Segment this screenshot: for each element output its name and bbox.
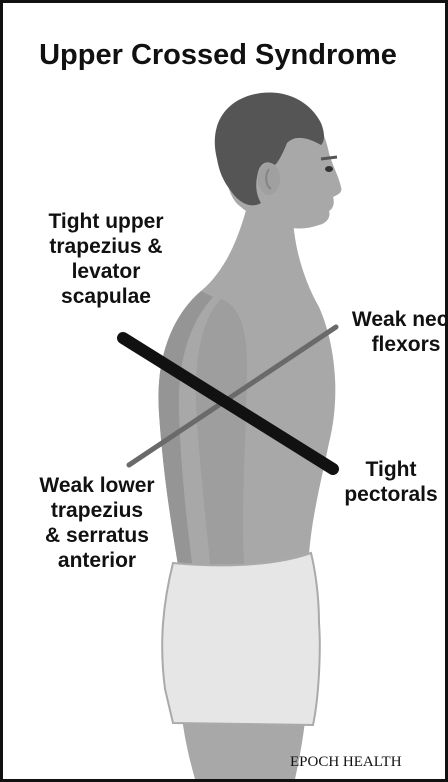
posture-illustration	[3, 3, 445, 779]
label-line: scapulae	[17, 284, 195, 309]
label-line: trapezius &	[17, 234, 195, 259]
label-line: Weak lower	[15, 473, 179, 498]
label-line: levator	[17, 259, 195, 284]
shorts	[162, 553, 320, 725]
label-tight-upper-trapezius: Tight upper trapezius & levator scapulae	[17, 209, 195, 309]
label-line: & serratus	[15, 523, 179, 548]
label-weak-lower-trapezius: Weak lower trapezius & serratus anterior	[15, 473, 179, 573]
credit-text: EPOCH HEALTH	[290, 754, 402, 771]
brow	[321, 157, 337, 159]
label-weak-neck-flexors: Weak neck flexors	[341, 307, 448, 357]
label-line: Tight	[329, 457, 448, 482]
eye	[325, 166, 333, 172]
label-line: pectorals	[329, 482, 448, 507]
label-line: flexors	[341, 332, 448, 357]
ear	[258, 163, 280, 195]
label-line: trapezius	[15, 498, 179, 523]
label-line: anterior	[15, 548, 179, 573]
diagram-title: Upper Crossed Syndrome	[3, 39, 433, 72]
label-line: Tight upper	[17, 209, 195, 234]
label-tight-pectorals: Tight pectorals	[329, 457, 448, 507]
label-line: Weak neck	[341, 307, 448, 332]
